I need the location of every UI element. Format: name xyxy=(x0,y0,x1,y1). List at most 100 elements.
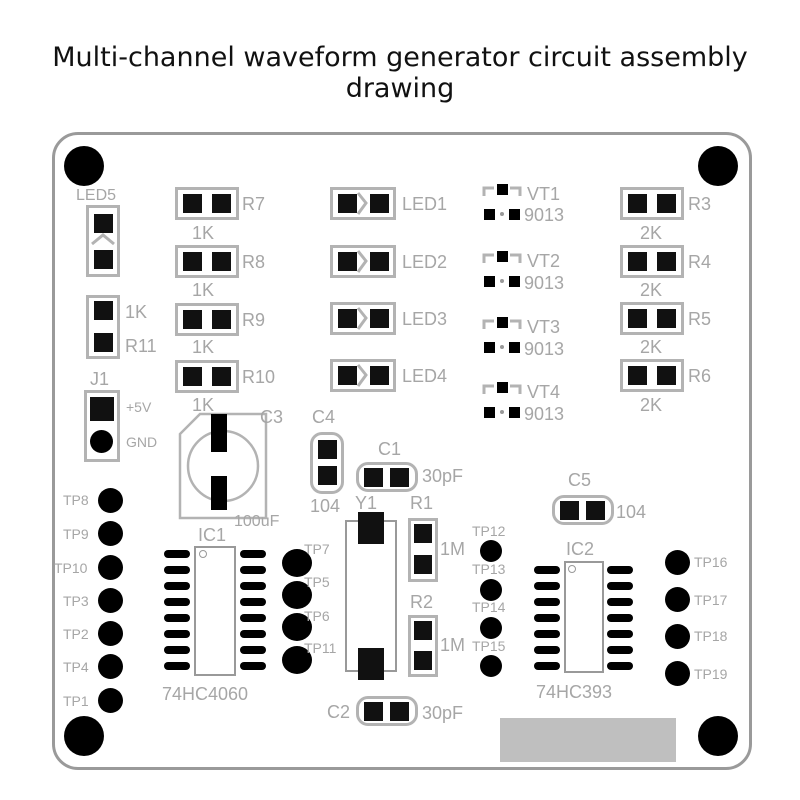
tp-label: TP2 xyxy=(63,626,89,642)
vt4-outline xyxy=(482,382,522,418)
ic1-label: IC1 xyxy=(198,525,227,545)
tp-label: TP11 xyxy=(304,640,337,656)
ic-pin xyxy=(164,566,190,574)
ic-pin xyxy=(240,614,266,622)
r8-pad xyxy=(183,252,202,271)
j1-outline xyxy=(84,390,120,462)
c4-label: C4 xyxy=(312,407,336,427)
led3-marker xyxy=(356,307,368,330)
ic-pin xyxy=(534,566,560,574)
r6-pad xyxy=(628,366,647,385)
tp-label: TP13 xyxy=(472,561,506,577)
r11-label: R11 xyxy=(125,336,157,356)
tp-label: TP10 xyxy=(54,560,88,576)
r1-outline xyxy=(408,518,438,582)
ic-pin xyxy=(607,662,633,670)
r7-label: R7 xyxy=(242,194,266,214)
test-point-tp18 xyxy=(665,624,690,649)
c2-pad xyxy=(364,702,383,721)
c2-outline xyxy=(356,696,418,726)
y1-pad xyxy=(358,512,384,544)
led1-pad xyxy=(370,194,389,213)
led1-pad xyxy=(338,194,357,213)
r4-outline xyxy=(620,245,684,278)
r5-pad xyxy=(628,309,647,328)
tp-label: TP15 xyxy=(472,638,506,654)
ic-pin xyxy=(607,646,633,654)
led1-label: LED1 xyxy=(402,194,448,214)
c4-pad xyxy=(318,466,337,485)
r8-pad xyxy=(212,252,231,271)
ic-pin xyxy=(240,550,266,558)
r1-pad xyxy=(414,555,432,574)
r11-pad xyxy=(94,333,113,352)
ic-pin xyxy=(607,566,633,574)
vt4-label: VT4 xyxy=(527,382,561,402)
r9-outline xyxy=(175,303,239,336)
c1-pad xyxy=(364,468,383,487)
c4-pad xyxy=(318,440,337,459)
test-point-tp6 xyxy=(282,613,312,641)
c5-label: C5 xyxy=(568,470,592,490)
c3-outline xyxy=(178,412,268,520)
vt1-value-label: 9013 xyxy=(524,205,565,225)
ic-pin xyxy=(534,598,560,606)
ic-pin xyxy=(164,646,190,654)
c2-pad xyxy=(390,702,409,721)
ic-pin xyxy=(534,646,560,654)
ic-pin xyxy=(240,566,266,574)
r10-outline xyxy=(175,360,239,393)
tp-label: TP19 xyxy=(694,666,728,682)
ic2-pin1-notch xyxy=(568,565,576,573)
r3-label: R3 xyxy=(688,194,712,214)
r3-value-label: 2K xyxy=(640,223,663,243)
ic-pin xyxy=(164,614,190,622)
ic-pin xyxy=(240,662,266,670)
r8-label: R8 xyxy=(242,252,266,272)
r4-value-label: 2K xyxy=(640,280,663,300)
r7-pad xyxy=(212,194,231,213)
r3-pad xyxy=(657,194,676,213)
r6-label: R6 xyxy=(688,366,712,386)
r2-label: R2 xyxy=(410,592,434,612)
r9-label: R9 xyxy=(242,310,266,330)
r9-pad xyxy=(212,310,231,329)
led5-label: LED5 xyxy=(76,187,117,204)
tp-label: TP4 xyxy=(63,659,89,675)
ic-pin xyxy=(240,582,266,590)
r2-value-label: 1M xyxy=(440,635,466,655)
r9-value-label: 1K xyxy=(192,337,215,357)
c2-value-label: 30pF xyxy=(422,703,464,723)
j1-pin2-label: GND xyxy=(126,434,158,450)
r2-pad xyxy=(414,651,432,670)
tp-label: TP1 xyxy=(63,693,89,709)
tp-label: TP14 xyxy=(472,599,506,615)
test-point-tp4 xyxy=(98,654,123,679)
led2-label: LED2 xyxy=(402,252,448,272)
r4-label: R4 xyxy=(688,252,712,272)
test-point-tp19 xyxy=(665,661,690,686)
r1-pad xyxy=(414,524,432,543)
y1-pad xyxy=(358,648,384,680)
test-point-tp12 xyxy=(480,540,502,562)
c4-value-label: 104 xyxy=(310,496,341,516)
mounting-hole-top-left xyxy=(64,146,104,186)
y1-label: Y1 xyxy=(355,493,378,513)
ic-pin xyxy=(534,582,560,590)
vt1-label: VT1 xyxy=(527,184,561,204)
led4-pad xyxy=(338,366,357,385)
label-area xyxy=(500,718,676,762)
c3-label: C3 xyxy=(260,407,284,427)
r10-label: R10 xyxy=(242,367,276,387)
led2-pad xyxy=(338,252,357,271)
j1-pin1-label: +5V xyxy=(126,399,152,415)
ic-pin xyxy=(607,614,633,622)
test-point-tp1 xyxy=(98,688,123,713)
tp-label: TP5 xyxy=(304,574,330,590)
r4-pad xyxy=(628,252,647,271)
r4-pad xyxy=(657,252,676,271)
r10-value-label: 1K xyxy=(192,395,215,415)
tp-label: TP17 xyxy=(694,592,728,608)
c5-pad xyxy=(560,501,579,520)
r3-outline xyxy=(620,187,684,220)
